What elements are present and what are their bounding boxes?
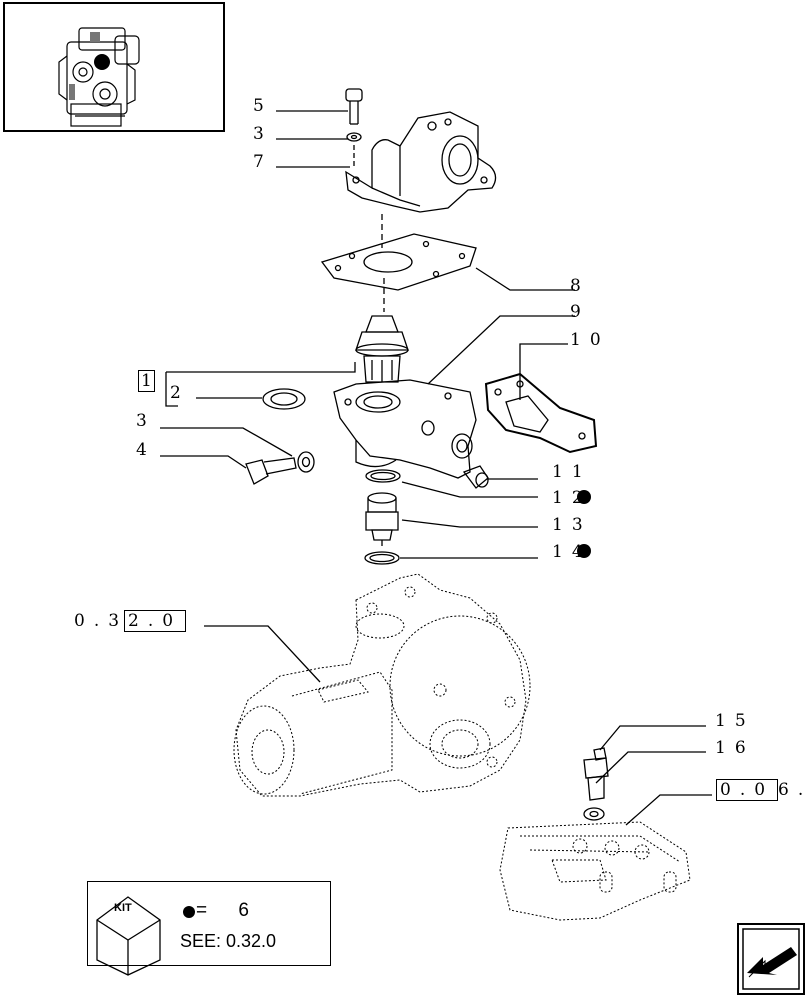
callout-3-lower[interactable]: 3 xyxy=(136,411,156,431)
callout-2[interactable]: 2 xyxy=(170,383,190,403)
kit-marker-12-icon xyxy=(577,490,591,504)
callout-10[interactable]: 10 xyxy=(570,330,610,350)
kit-legend xyxy=(87,881,331,966)
ref-water-pump[interactable]: 0.32.0 xyxy=(74,610,187,632)
locator-marker-icon xyxy=(94,54,110,70)
kit-legend-dot-icon xyxy=(183,906,195,918)
kit-equals: = xyxy=(196,900,208,921)
callout-8[interactable]: 8 xyxy=(570,276,590,296)
callout-14[interactable]: 14 xyxy=(552,542,592,562)
kit-see-reference[interactable]: SEE: 0.32.0 xyxy=(180,931,277,951)
ref-water-pump-boxed: 2.0 xyxy=(124,610,187,632)
callout-3-top[interactable]: 3 xyxy=(253,124,273,144)
engine-thumbnail-icon xyxy=(58,27,140,127)
callout-1[interactable]: 1 xyxy=(138,370,155,392)
kit-label: KIT xyxy=(114,902,132,914)
callout-12[interactable]: 12 xyxy=(552,488,592,508)
callout-13[interactable]: 13 xyxy=(552,515,592,535)
callout-11[interactable]: 11 xyxy=(552,462,592,482)
kit-cube-icon xyxy=(96,896,161,976)
kit-quantity: 6 xyxy=(238,900,249,921)
back-navigation-button[interactable] xyxy=(737,923,805,995)
callout-9[interactable]: 9 xyxy=(570,302,590,322)
ref-manifold[interactable]: 0.06. xyxy=(716,779,808,801)
arrow-down-left-icon xyxy=(742,928,800,990)
callout-4[interactable]: 4 xyxy=(136,440,156,460)
kit-equation: = 6 xyxy=(180,900,249,922)
ref-manifold-boxed: 0.0 xyxy=(716,779,779,801)
kit-marker-14-icon xyxy=(577,544,591,558)
callout-7[interactable]: 7 xyxy=(253,152,273,172)
engine-locator-thumbnail[interactable] xyxy=(3,2,225,132)
callout-5[interactable]: 5 xyxy=(253,96,273,116)
callout-15[interactable]: 15 xyxy=(715,711,755,731)
ref-manifold-suffix: 6. xyxy=(778,780,803,800)
ref-water-pump-prefix: 0.3 xyxy=(74,611,129,631)
callout-16[interactable]: 16 xyxy=(715,738,755,758)
